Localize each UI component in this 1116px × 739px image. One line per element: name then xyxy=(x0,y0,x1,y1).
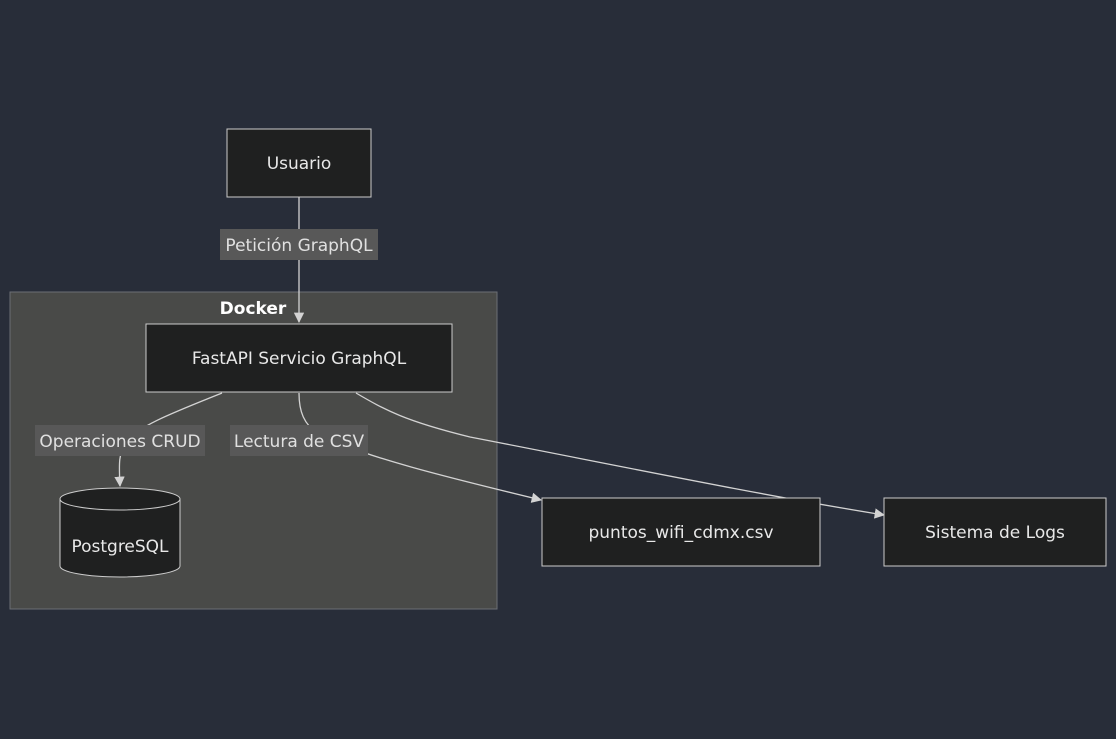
node-logs: Sistema de Logs xyxy=(883,497,1107,567)
node-fastapi-label: FastAPI Servicio GraphQL xyxy=(192,349,407,369)
node-csv: puntos_wifi_cdmx.csv xyxy=(541,497,821,567)
node-logs-label: Sistema de Logs xyxy=(925,523,1065,543)
node-fastapi: FastAPI Servicio GraphQL xyxy=(145,323,453,393)
node-postgresql-label: PostgreSQL xyxy=(71,537,169,557)
node-csv-label: puntos_wifi_cdmx.csv xyxy=(588,523,773,543)
edge-label-peticion-graphql: Petición GraphQL xyxy=(220,229,378,260)
edge-label-peticion-graphql-text: Petición GraphQL xyxy=(225,236,373,256)
edge-label-lectura-csv: Lectura de CSV xyxy=(230,425,368,456)
docker-cluster-label: Docker xyxy=(220,299,287,319)
edge-label-lectura-csv-text: Lectura de CSV xyxy=(234,432,365,452)
edge-label-operaciones-crud-text: Operaciones CRUD xyxy=(39,432,200,452)
node-usuario-label: Usuario xyxy=(267,154,332,174)
edge-label-operaciones-crud: Operaciones CRUD xyxy=(35,425,205,456)
database-cylinder-icon xyxy=(59,487,181,578)
node-usuario: Usuario xyxy=(226,128,372,198)
node-postgresql: PostgreSQL xyxy=(59,487,181,578)
